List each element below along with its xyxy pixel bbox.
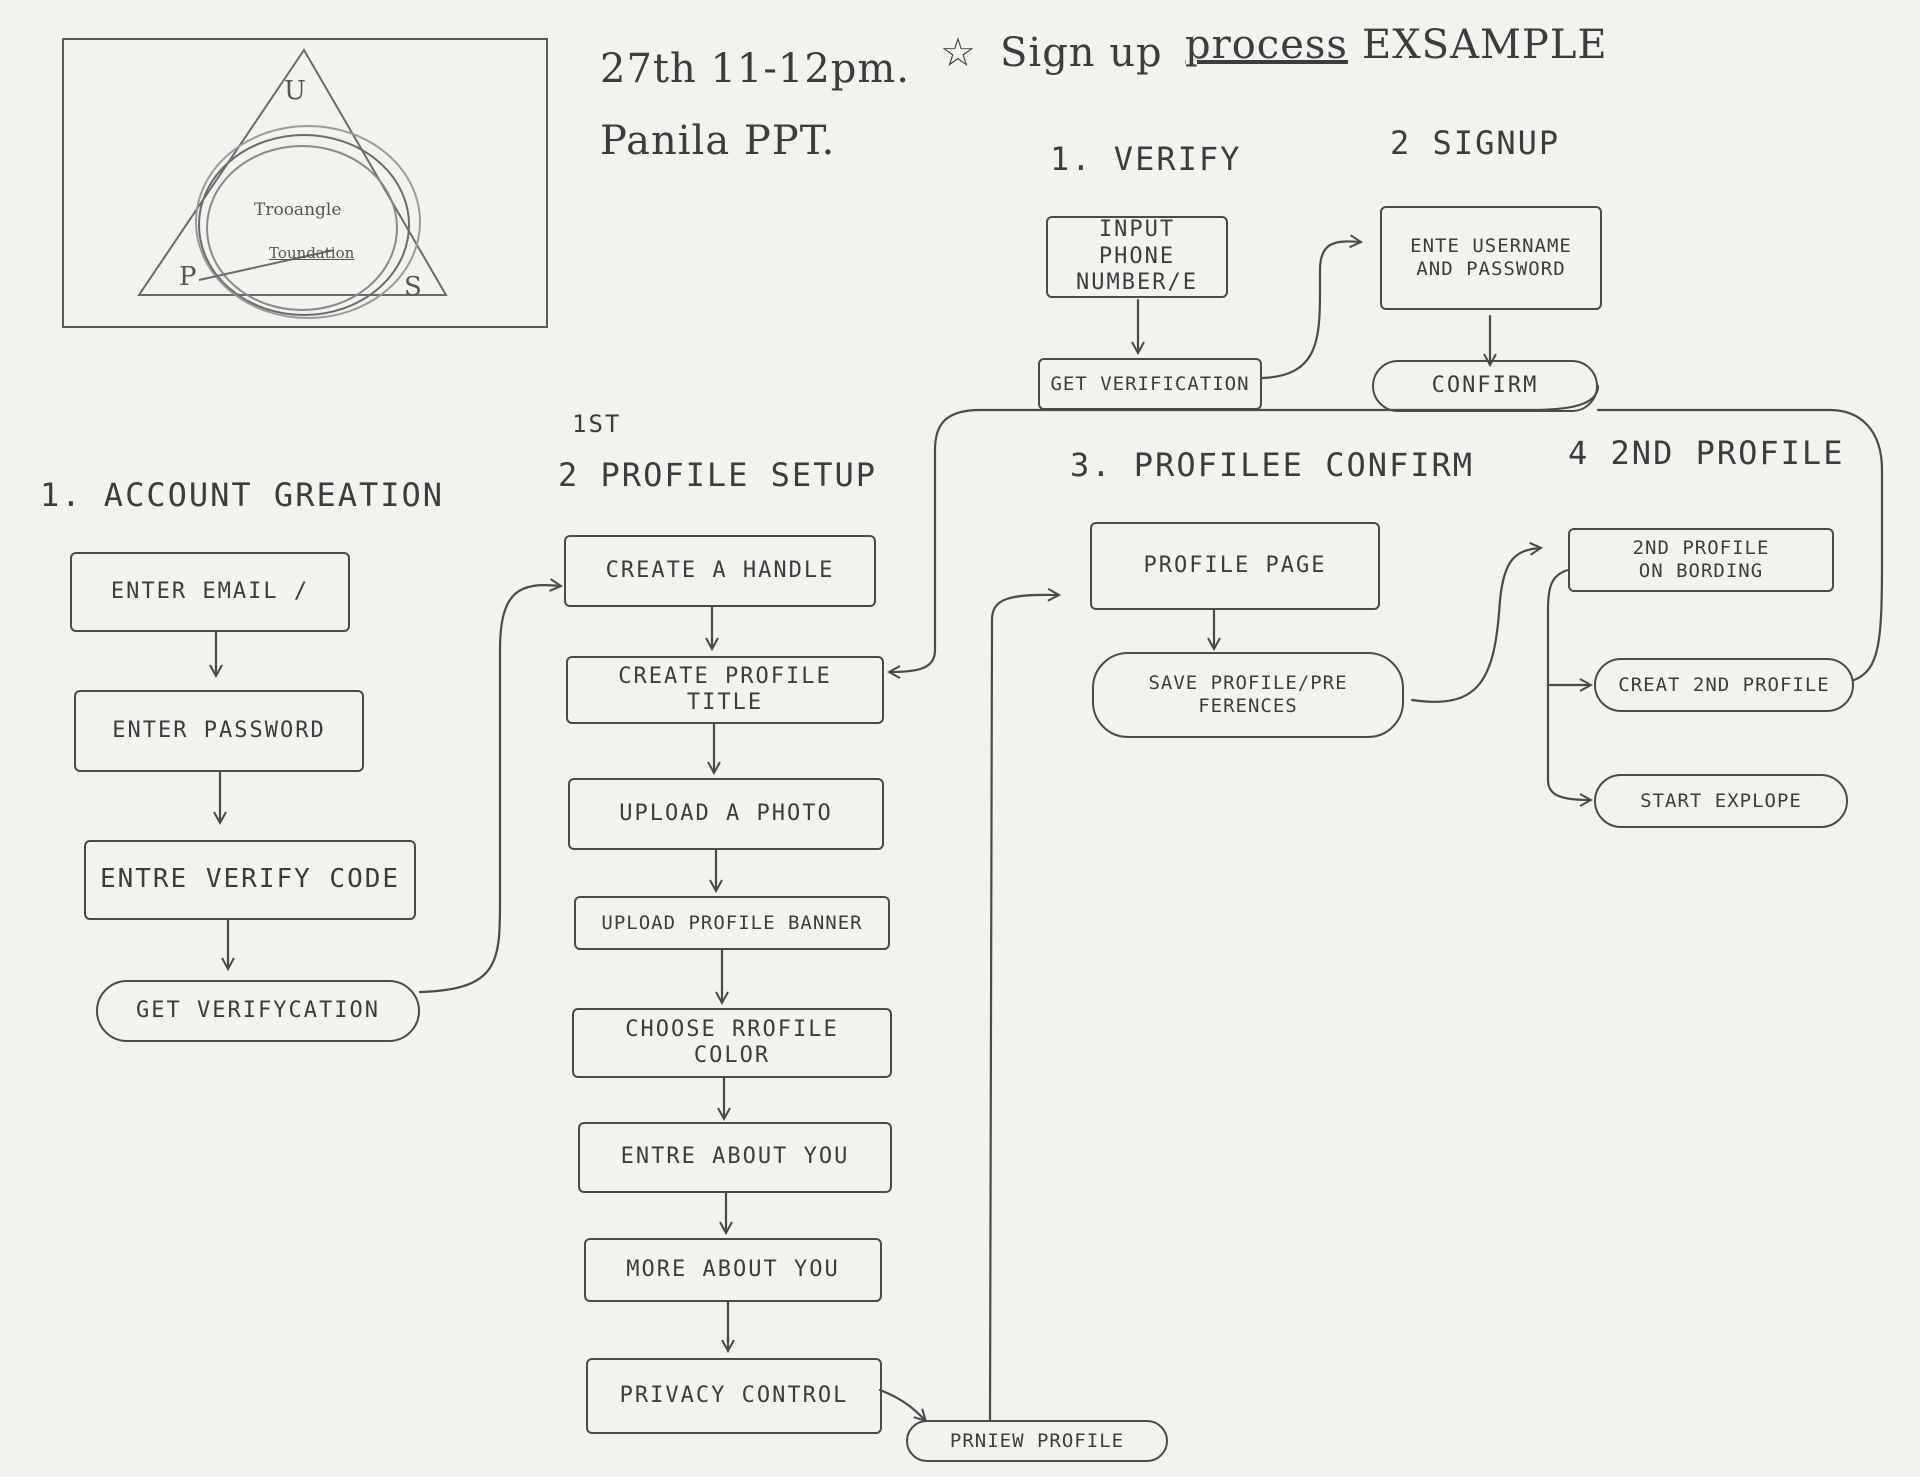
arrow-save-onboarding [1410, 548, 1540, 703]
node-save-profile: SAVE PROFILE/PRE FERENCES [1092, 652, 1404, 738]
node-enter-username-line1: ENTE USERNAME [1410, 235, 1572, 258]
node-save-profile-line2: FERENCES [1198, 695, 1298, 717]
node-profile-page: PROFILE PAGE [1090, 522, 1380, 610]
title-signup: Sign up [1000, 30, 1163, 76]
node-enter-username-line2: AND PASSWORD [1416, 258, 1566, 280]
sketch-center-1: Trooangle [254, 200, 342, 220]
sketch-center-2: Toundation [269, 244, 355, 262]
node-enter-password: ENTER PASSWORD [74, 690, 364, 772]
node-choose-color: ChoosE RROFILE COLOR [572, 1008, 892, 1078]
node-onboarding-line1: 2ND PROFILE [1632, 537, 1770, 560]
node-enter-verify-code: ENTRE VERIFY CODE [84, 840, 416, 920]
arrow-getverify-username [1260, 241, 1360, 380]
triangle-drawing [137, 48, 448, 319]
heading-profile-setup: 2 PROFILE SETUP [558, 456, 877, 494]
node-input-phone-line1: INPUT PHONE [1098, 217, 1176, 269]
title-example: EXSAMPLE [1362, 22, 1608, 68]
node-upload-banner: UPLOAD PROFILE BANNER [574, 896, 890, 950]
arrow-onboarding-branch [1546, 568, 1590, 800]
node-privacy-control: PRIVACY CONTROL [586, 1358, 882, 1434]
heading-account-creation: 1. ACCOUNT GREATION [40, 476, 445, 514]
star-icon: ☆ [940, 30, 977, 76]
sketch-label-s: S [404, 272, 422, 302]
node-onboarding-line2: ON BORDING [1638, 560, 1764, 582]
sketch-label-p: P [179, 262, 197, 292]
node-enter-username: ENTE USERNAME AND PASSWORD [1380, 206, 1602, 310]
heading-verify: 1. VERIFY [1050, 140, 1242, 178]
node-upload-photo: UPLOAD A PHOTO [568, 778, 884, 850]
node-get-verification-top: GET VERIFICATION [1038, 358, 1262, 410]
heading-profile-confirm: 3. PROFILEE CONFIRM [1070, 446, 1475, 484]
node-create-handle: CREATE A HANDLE [564, 535, 876, 607]
heading-profile-setup-sup: 1ST [572, 410, 622, 438]
node-confirm: CONFIRM [1372, 360, 1598, 412]
node-enter-email: ENTER EMAIL / [70, 552, 350, 632]
node-start-explore: START EXPLOPE [1594, 774, 1848, 828]
node-more-about: MORE ABOUT YOU [584, 1238, 882, 1302]
arrow-privacy-preview [878, 1388, 925, 1420]
node-get-verifycation: GET VERIFYCATION [96, 980, 420, 1042]
title-process: process [1185, 22, 1348, 68]
date-note: 27th 11-12pm. [600, 46, 911, 92]
node-enter-about: ENTRE ABOUT YOU [578, 1122, 892, 1193]
heading-signup: 2 SIGNUP [1390, 124, 1561, 162]
node-create-2nd-profile: CREAT 2ND PROFILE [1594, 658, 1854, 712]
node-create-profile-title: CREATE PROFILE TITLE [566, 656, 884, 724]
author-note: Panila PPT. [600, 118, 836, 164]
sketch-label-u: U [284, 76, 306, 106]
arrow-preview-profilepage [988, 595, 1058, 1422]
triangle-sketch: U P S Trooangle Toundation [62, 38, 548, 328]
arrow-verification-handle [418, 585, 560, 994]
heading-second-profile: 4 2ND PROFILE [1568, 434, 1845, 472]
node-onboarding: 2ND PROFILE ON BORDING [1568, 528, 1834, 592]
node-input-phone-line2: NUMBER/E [1076, 270, 1198, 296]
node-input-phone: INPUT PHONE NUMBER/E [1046, 216, 1228, 298]
node-preview-profile: PRNIEW PROFILE [906, 1420, 1168, 1462]
node-save-profile-line1: SAVE PROFILE/PRE [1148, 672, 1348, 695]
